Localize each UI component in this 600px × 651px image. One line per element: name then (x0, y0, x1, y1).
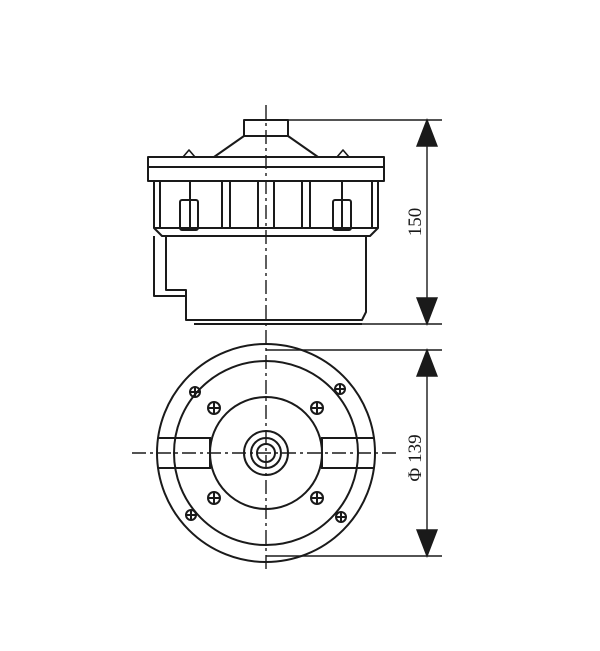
center-lines (132, 105, 400, 572)
height-dimension-label: 150 (405, 208, 426, 237)
bolt-group (185, 383, 347, 523)
arrow-down-icon (415, 529, 439, 558)
dimension-diameter: Φ 139 (266, 348, 442, 558)
arrow-down-icon (415, 297, 439, 326)
arrow-up-icon (415, 348, 439, 377)
cage-body (153, 181, 379, 229)
lower-body (165, 236, 367, 321)
latch-right (332, 199, 352, 231)
top-nut-right (336, 149, 350, 158)
diameter-dimension-label: Φ 139 (405, 434, 426, 481)
side-view (147, 119, 385, 325)
latch-left (179, 199, 199, 231)
top-nut-left (182, 149, 196, 158)
arrow-up-icon (415, 118, 439, 147)
cross-bar-right (321, 437, 374, 469)
dimension-height: 150 (288, 118, 442, 326)
side-bracket (153, 236, 186, 297)
